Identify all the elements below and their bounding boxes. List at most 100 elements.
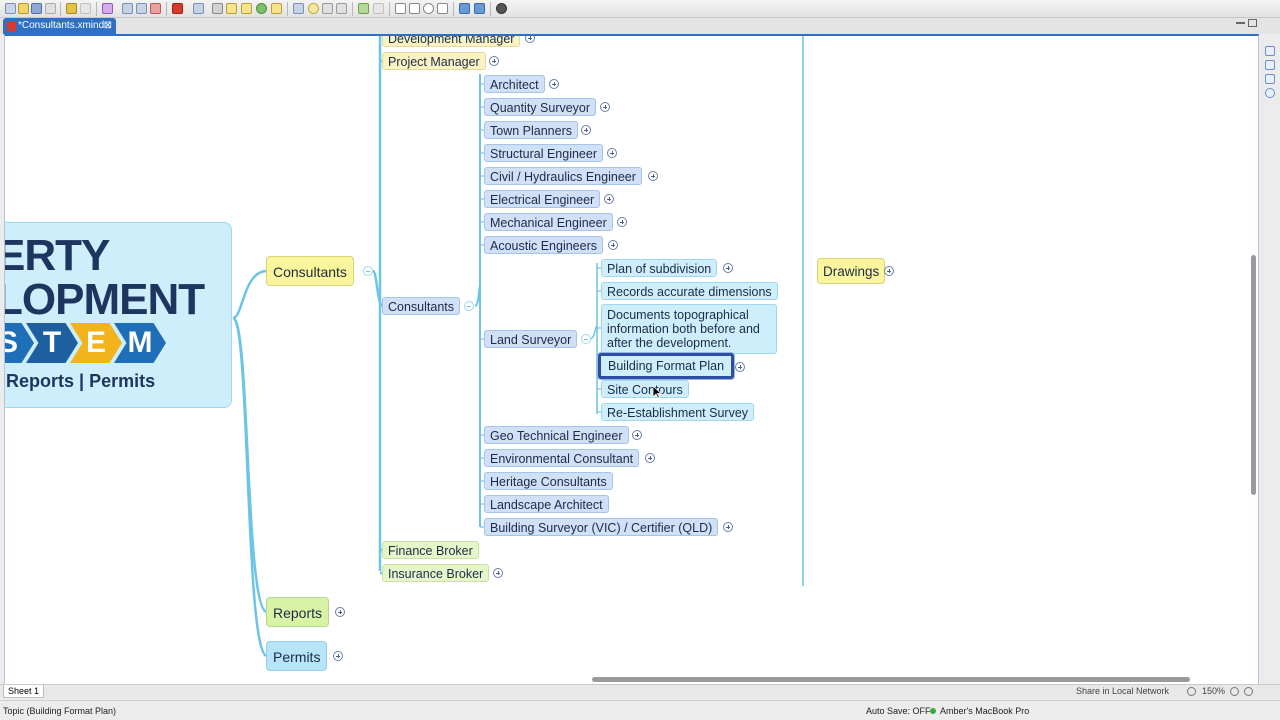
expand-icon[interactable] (645, 453, 655, 463)
topic-consultants-main[interactable]: Consultants (266, 256, 354, 286)
share-local-network[interactable]: Share in Local Network (1076, 686, 1170, 696)
subtopic-icon[interactable] (122, 3, 133, 14)
markers-panel-icon[interactable] (1265, 74, 1275, 84)
zoom-out-icon[interactable] (1187, 687, 1196, 696)
zoom-reset-icon[interactable] (1244, 687, 1253, 696)
boundary-icon[interactable] (293, 3, 304, 14)
expand-icon[interactable] (723, 263, 733, 273)
topic-building-format-plan[interactable]: Building Format Plan (598, 353, 735, 379)
topic-landscape-architect[interactable]: Landscape Architect (484, 495, 609, 513)
maximize-icon[interactable] (1248, 19, 1257, 27)
horizontal-scrollbar[interactable] (592, 677, 1190, 682)
collapse-icon[interactable] (464, 301, 474, 311)
topic-documents-topographical[interactable]: Documents topographical information both… (601, 304, 777, 354)
topic-site-contours[interactable]: Site Contours (601, 380, 689, 398)
topic-reports[interactable]: Reports (266, 597, 330, 627)
topic-architect[interactable]: Architect (484, 75, 545, 93)
topic-drawings[interactable]: Drawings (817, 258, 886, 284)
undo-icon[interactable] (66, 3, 77, 14)
sheet-tab[interactable]: Sheet 1 (3, 685, 45, 698)
network-user[interactable]: Amber's MacBook Pro (940, 706, 1030, 716)
expand-icon[interactable] (648, 171, 658, 181)
expand-icon[interactable] (335, 607, 345, 617)
autosave-status[interactable]: Auto Save: OFF (866, 706, 931, 716)
topic-geo-technical-engineer[interactable]: Geo Technical Engineer (484, 426, 629, 444)
expand-icon[interactable] (735, 362, 745, 372)
minimize-icon[interactable] (1236, 20, 1245, 24)
image-icon[interactable] (271, 3, 282, 14)
search-panel-icon[interactable] (1265, 88, 1275, 98)
marker-icon[interactable] (256, 3, 267, 14)
expand-icon[interactable] (600, 102, 610, 112)
topic-heritage-consultants[interactable]: Heritage Consultants (484, 472, 613, 490)
expand-icon[interactable] (607, 148, 617, 158)
overview-icon[interactable] (409, 3, 420, 14)
topic-land-surveyor[interactable]: Land Surveyor (484, 330, 578, 348)
expand-icon[interactable] (489, 56, 499, 66)
topic-re-establishment-survey[interactable]: Re-Establishment Survey (601, 403, 755, 421)
new-icon[interactable] (5, 3, 16, 14)
summary-icon[interactable] (322, 3, 333, 14)
topic-finance-broker[interactable]: Finance Broker (382, 541, 479, 559)
topic-civil-hydraulics-engineer[interactable]: Civil / Hydraulics Engineer (484, 167, 642, 185)
tab-close-icon[interactable]: ⊠ (103, 20, 112, 31)
export-icon[interactable] (474, 3, 485, 14)
expand-icon[interactable] (608, 240, 618, 250)
expand-icon[interactable] (723, 522, 733, 532)
topic-insurance-broker[interactable]: Insurance Broker (382, 564, 490, 582)
topic-building-surveyor[interactable]: Building Surveyor (VIC) / Certifier (QLD… (484, 518, 719, 536)
note-icon[interactable] (226, 3, 237, 14)
open-icon[interactable] (18, 3, 29, 14)
idea-icon[interactable] (308, 3, 319, 14)
expand-icon[interactable] (604, 194, 614, 204)
collapse-icon[interactable] (363, 266, 373, 276)
zoom-in-icon[interactable] (1230, 687, 1239, 696)
task-icon[interactable] (358, 3, 369, 14)
pen-icon[interactable] (212, 3, 223, 14)
share-icon[interactable] (459, 3, 470, 14)
redo-icon[interactable] (80, 3, 91, 14)
zoom-fit-icon[interactable] (437, 3, 448, 14)
topic-quantity-surveyor[interactable]: Quantity Surveyor (484, 98, 597, 116)
layout-icon[interactable] (193, 3, 204, 14)
history-icon[interactable] (423, 3, 434, 14)
relationship-icon[interactable] (150, 3, 161, 14)
topic-town-planners[interactable]: Town Planners (484, 121, 578, 139)
expand-icon[interactable] (617, 217, 627, 227)
expand-icon[interactable] (525, 36, 535, 43)
topic-environmental-consultant[interactable]: Environmental Consultant (484, 449, 640, 467)
label-icon[interactable] (241, 3, 252, 14)
outline-icon[interactable] (395, 3, 406, 14)
topic-consultants[interactable]: Consultants (382, 297, 461, 315)
gear-icon[interactable] (496, 3, 507, 14)
topic-permits[interactable]: Permits (266, 641, 328, 671)
save-icon[interactable] (31, 3, 42, 14)
eraser-icon[interactable] (373, 3, 384, 14)
expand-icon[interactable] (632, 430, 642, 440)
expand-icon[interactable] (549, 79, 559, 89)
topic-records-accurate-dimensions[interactable]: Records accurate dimensions (601, 282, 778, 300)
vertical-scrollbar[interactable] (1251, 255, 1256, 495)
presentation-icon[interactable] (172, 3, 183, 14)
properties-icon[interactable] (1265, 46, 1275, 56)
topic-plan-of-subdivision[interactable]: Plan of subdivision (601, 259, 718, 277)
topic-icon[interactable] (102, 3, 113, 14)
attachment-icon[interactable] (336, 3, 347, 14)
topic-development-manager[interactable]: Development Manager (382, 36, 521, 47)
expand-icon[interactable] (581, 125, 591, 135)
topic-mechanical-engineer[interactable]: Mechanical Engineer (484, 213, 613, 231)
expand-icon[interactable] (884, 266, 894, 276)
floating-topic-icon[interactable] (136, 3, 147, 14)
print-icon[interactable] (45, 3, 56, 14)
outline-panel-icon[interactable] (1265, 60, 1275, 70)
tab-consultants-xmind[interactable]: *Consultants.xmind ⊠ (3, 18, 116, 34)
expand-icon[interactable] (333, 651, 343, 661)
topic-structural-engineer[interactable]: Structural Engineer (484, 144, 604, 162)
topic-project-manager[interactable]: Project Manager (382, 52, 486, 70)
expand-icon[interactable] (493, 568, 503, 578)
topic-acoustic-engineers[interactable]: Acoustic Engineers (484, 236, 604, 254)
mind-map-canvas[interactable]: ERTY LOPMENT S T E M | Reports | Permits… (4, 34, 1259, 684)
central-topic[interactable]: ERTY LOPMENT S T E M | Reports | Permits (5, 222, 232, 408)
topic-electrical-engineer[interactable]: Electrical Engineer (484, 190, 601, 208)
collapse-icon[interactable] (581, 334, 591, 344)
